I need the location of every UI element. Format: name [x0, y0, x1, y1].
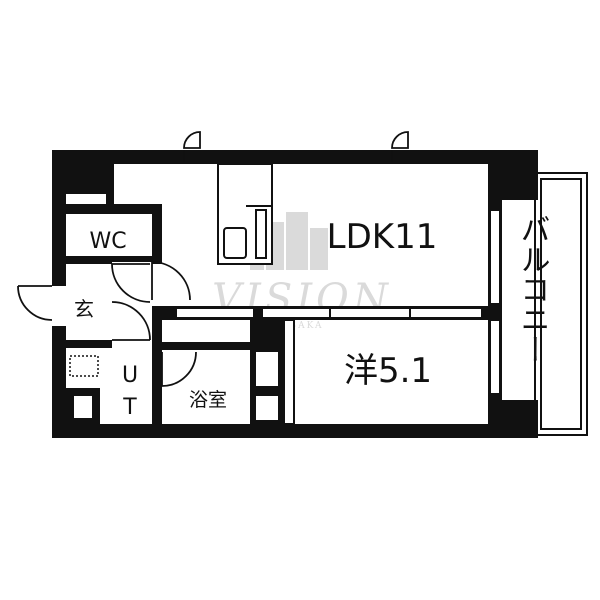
bath-door-icon	[161, 351, 197, 387]
room-label-ldk: LDK11	[327, 217, 438, 257]
room-label-entrance: 玄	[74, 297, 94, 321]
sliding-doors	[175, 307, 483, 319]
wc-door-icon	[111, 263, 151, 303]
balcony-outline	[534, 172, 588, 436]
balcony	[534, 172, 588, 436]
room-label-utility-u: U	[122, 363, 138, 388]
room-label-bath: 浴室	[189, 389, 227, 411]
entrance-opening	[52, 286, 66, 326]
utility-door-icon	[111, 301, 151, 341]
western-room-panels	[283, 319, 295, 425]
doors	[17, 131, 409, 387]
hall-door-icon	[151, 261, 191, 301]
room-label-western: 洋5.1	[344, 351, 432, 391]
room-label-balcony: バルコニー	[515, 214, 550, 364]
kitchen-counter	[217, 163, 273, 265]
window-balcony-doors	[489, 209, 501, 395]
room-label-utility-t: T	[122, 395, 137, 420]
room-label-wc: WC	[89, 229, 126, 254]
washer-pan-icon	[69, 355, 99, 377]
top-vent-right-icon	[391, 131, 409, 162]
watermark-sub: OSAKA	[281, 321, 324, 331]
entrance-door-icon	[17, 285, 53, 321]
top-vent-left-icon	[183, 131, 201, 162]
balcony-rail	[540, 178, 582, 430]
